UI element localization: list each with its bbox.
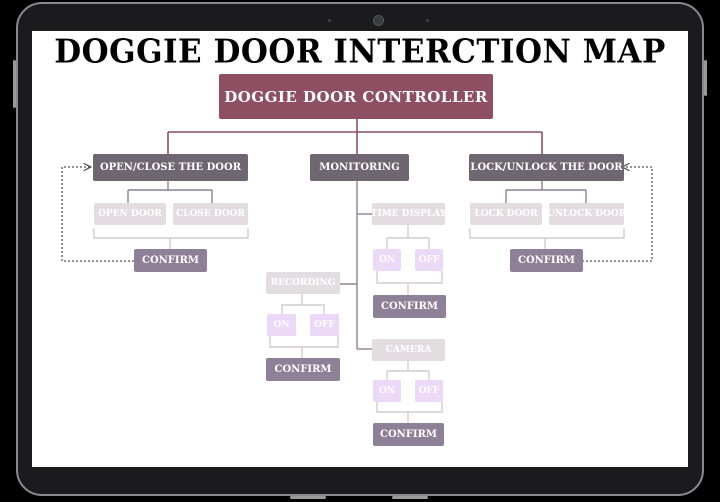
open-close-door-node[interactable]: OPEN/CLOSE THE DOOR: [93, 154, 248, 181]
time-display-node[interactable]: TIME DISPLAY: [371, 203, 446, 225]
camera-on-toggle[interactable]: ON: [373, 380, 401, 402]
bottom-button: [290, 496, 326, 499]
camera-node[interactable]: CAMERA: [372, 339, 445, 361]
recording-confirm-button[interactable]: CONFIRM: [266, 358, 340, 381]
recording-on-toggle[interactable]: ON: [267, 314, 296, 336]
doggie-door-controller-node[interactable]: DOGGIE DOOR CONTROLLER: [219, 74, 493, 119]
time-display-on-toggle[interactable]: ON: [373, 249, 401, 271]
close-door-option[interactable]: CLOSE DOOR: [173, 203, 248, 225]
recording-off-toggle[interactable]: OFF: [310, 314, 339, 336]
time-display-off-toggle[interactable]: OFF: [415, 249, 443, 271]
side-button: [13, 60, 16, 108]
lock-door-option[interactable]: LOCK DOOR: [470, 203, 542, 225]
camera-confirm-button[interactable]: CONFIRM: [373, 423, 444, 446]
lock-unlock-door-node[interactable]: LOCK/UNLOCK THE DOOR: [469, 154, 624, 181]
unlock-door-option[interactable]: UNLOCK DOOR: [547, 203, 626, 225]
connector-lines: [61, 119, 653, 423]
open-close-confirm-button[interactable]: CONFIRM: [134, 249, 207, 272]
sensor-dot: [328, 19, 331, 22]
screen: DOGGIE DOOR INTERCTION MAP: [32, 31, 688, 467]
camera-off-toggle[interactable]: OFF: [415, 380, 443, 402]
time-display-confirm-button[interactable]: CONFIRM: [373, 295, 446, 318]
monitoring-node[interactable]: MONITORING: [310, 154, 409, 181]
page-title: DOGGIE DOOR INTERCTION MAP: [54, 33, 666, 71]
side-button: [704, 60, 707, 96]
bottom-button: [392, 496, 428, 499]
recording-node[interactable]: RECORDING: [266, 272, 340, 294]
camera-lens: [373, 15, 384, 26]
lock-unlock-confirm-button[interactable]: CONFIRM: [510, 249, 583, 272]
sensor-dot: [426, 19, 429, 22]
open-door-option[interactable]: OPEN DOOR: [94, 203, 166, 225]
